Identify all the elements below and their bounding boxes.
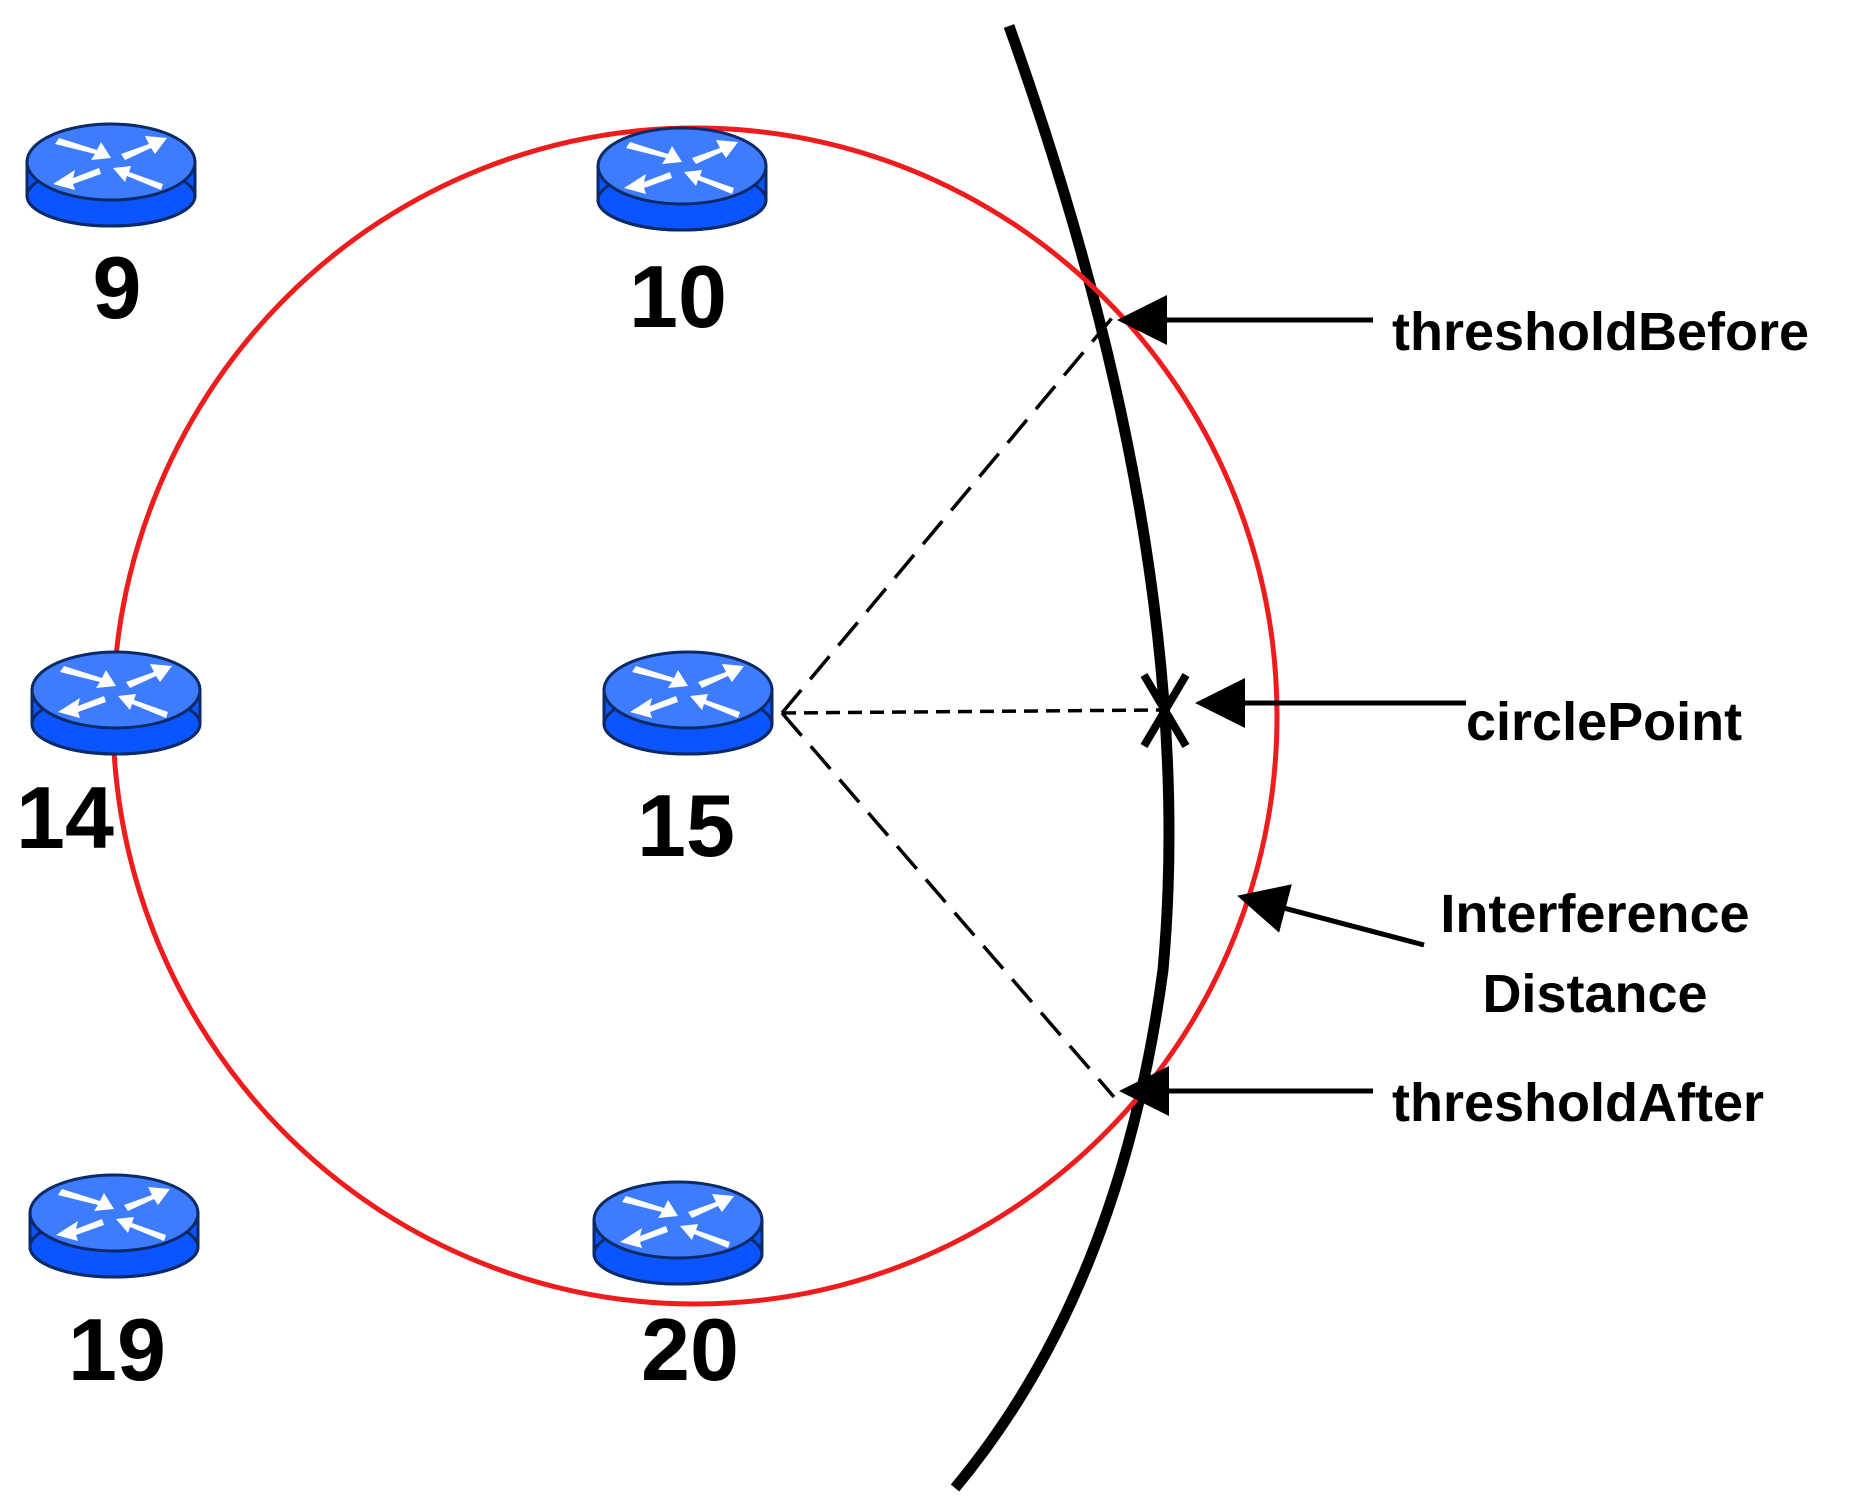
threshold-before-label: thresholdBefore [1392,302,1809,362]
interference-label-line2: Distance [1482,964,1707,1024]
circle-point-x-mark [1140,672,1190,749]
router-label-10: 10 [629,247,727,346]
router-icon [602,650,774,756]
interference-distance-arrow [1237,884,1425,948]
threshold-after-label: thresholdAfter [1392,1073,1764,1133]
router-icon [592,1180,764,1286]
router-icon [596,126,768,232]
router-icon [30,650,202,756]
router-10 [596,126,768,232]
router-14 [30,650,202,756]
router-9 [25,122,197,228]
boundary-curve [950,24,1175,1492]
router-19 [28,1173,200,1279]
router-label-9: 9 [93,238,142,337]
router-20 [592,1180,764,1286]
dashed-line-circle-point [781,708,1161,715]
router-label-14: 14 [16,768,114,867]
router-label-19: 19 [68,1300,166,1399]
interference-label-line1: Interference [1440,884,1749,944]
circle-point-label: circlePoint [1466,692,1742,752]
router-label-20: 20 [641,1300,739,1399]
router-label-15: 15 [637,776,735,875]
dashed-line-threshold-before [780,316,1114,715]
router-icon [28,1173,200,1279]
router-icon [25,122,197,228]
dashed-line-threshold-after [780,711,1116,1099]
router-15 [602,650,774,756]
